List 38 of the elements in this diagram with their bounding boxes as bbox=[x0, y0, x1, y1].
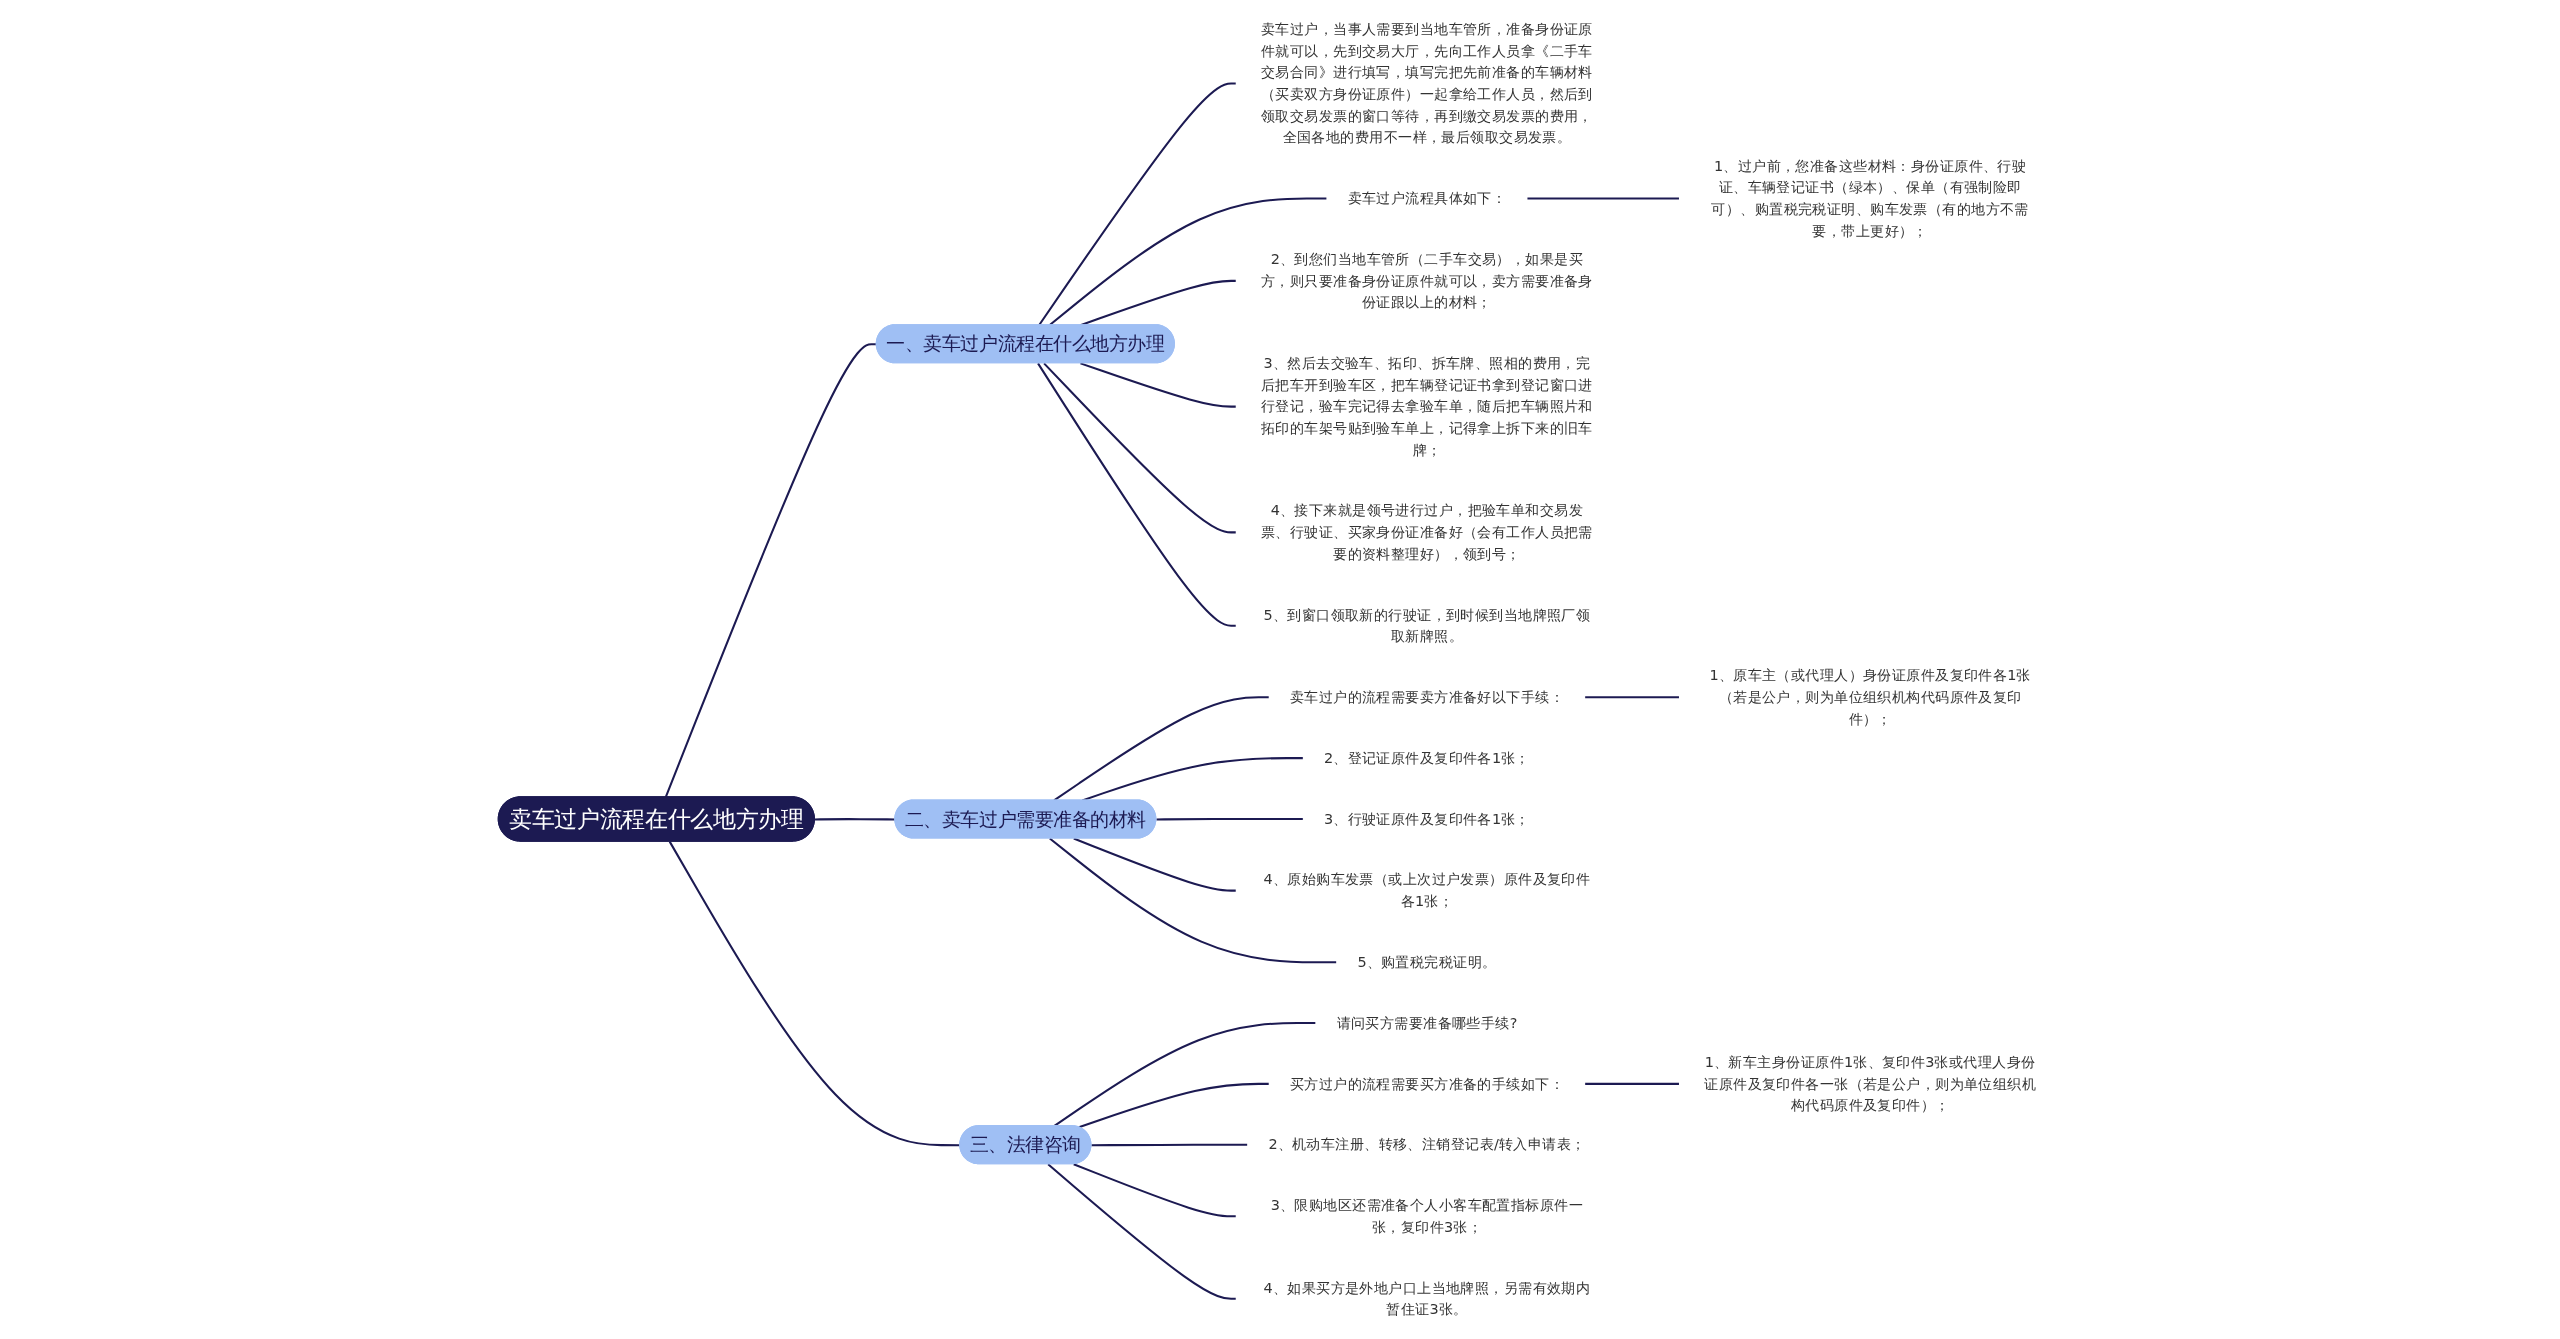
node-text: 2、登记证原件及复印件各1张； bbox=[1324, 749, 1531, 766]
connector bbox=[1043, 362, 1237, 534]
connector bbox=[1073, 1163, 1237, 1218]
node-text: 卖车过户的流程需要卖方准备好以下手续： bbox=[1290, 688, 1565, 706]
node-text: 5、购置税完税证明。 bbox=[1357, 953, 1497, 970]
node-text: 1、新车主身份证原件1张、复印件3张或代理人身份证原件及复印件各一张（若是公户，则为单位组织机构代码原件及复印件）； bbox=[1704, 1053, 2037, 1114]
connector bbox=[1049, 837, 1338, 964]
node-text: 请问买方需要准备哪些手续? bbox=[1336, 1014, 1518, 1031]
node-text: 1、原车主（或代理人）身份证原件及复印件各1张（若是公户，则为单位组织机构代码原件及复印件）； bbox=[1709, 666, 2032, 727]
node-text: 2、到您们当地车管所（二手车交易），如果是买方，则只要准备身份证原件就可以，卖方需要准备身份证跟以上的材料； bbox=[1261, 250, 1594, 311]
node-text: 4、接下来就是领号进行过户，把验车单和交易发票、行驶证、买家身份证准备好（会有工作人员把需要的资料整理好），领到号； bbox=[1261, 502, 1594, 562]
node-text: 3、然后去交验车、拓印、拆车牌、照相的费用，完后把车开到验车区，把车辆登记证书拿到登记窗口进行登记，验车完记得去拿验车单，随后把车辆照片和拓印的车架号贴到验车单上，记得拿上拆下来的旧车牌； bbox=[1261, 354, 1594, 458]
node-text: 2、机动车注册、转移、注销登记表/转入申请表； bbox=[1268, 1135, 1586, 1153]
connector bbox=[665, 343, 878, 798]
connector bbox=[1047, 1163, 1237, 1300]
connector bbox=[1527, 197, 1680, 200]
connector bbox=[1073, 837, 1237, 892]
node-text: 4、原始购车发票（或上次过户发票）原件及复印件各1张； bbox=[1264, 871, 1591, 910]
node-text: 卖车过户，当事人需要到当地车管所，准备身份证原件就可以，先到交易大厅，先向工作人员拿《二手车交易合同》进行填写，填写完把先前准备的车辆材料（买卖双方身份证原件）一起拿给工作人员，然后到领取交易发票的窗口等待，再到缴交易发票的费用，全国各地的费用不一样，最后领取交易发票。 bbox=[1261, 20, 1594, 146]
connector bbox=[1156, 817, 1304, 821]
connector bbox=[1038, 82, 1237, 326]
node-text: 3、行驶证原件及复印件各1张； bbox=[1324, 810, 1531, 827]
node-text: 5、到窗口领取新的行驶证，到时候到当地牌照厂领取新牌照。 bbox=[1264, 606, 1591, 645]
connector bbox=[1091, 1143, 1249, 1147]
connector bbox=[1585, 1082, 1680, 1085]
connector bbox=[1037, 362, 1237, 627]
node-text: 卖车过户流程具体如下： bbox=[1348, 189, 1507, 207]
connector bbox=[669, 841, 961, 1147]
node-text: 买方过户的流程需要买方准备的手续如下： bbox=[1290, 1075, 1565, 1092]
connector bbox=[1585, 696, 1680, 699]
connector bbox=[1049, 197, 1328, 326]
node-text: 1、过户前，您准备这些材料：身份证原件、行驶证、车辆登记证书（绿本）、保单（有强制险即可）、购置税完税证明、购车发票（有的地方不需要，带上更好）； bbox=[1711, 157, 2030, 239]
node-text: 3、限购地区还需准备个人小客车配置指标原件一张，复印件3张； bbox=[1271, 1196, 1584, 1235]
connector bbox=[815, 818, 896, 821]
connector bbox=[1078, 1082, 1270, 1129]
connector bbox=[1080, 362, 1237, 408]
connector bbox=[1053, 1022, 1317, 1127]
node-text: 4、如果买方是外地户口上当地牌照，另需有效期内暂住证3张。 bbox=[1264, 1279, 1591, 1318]
